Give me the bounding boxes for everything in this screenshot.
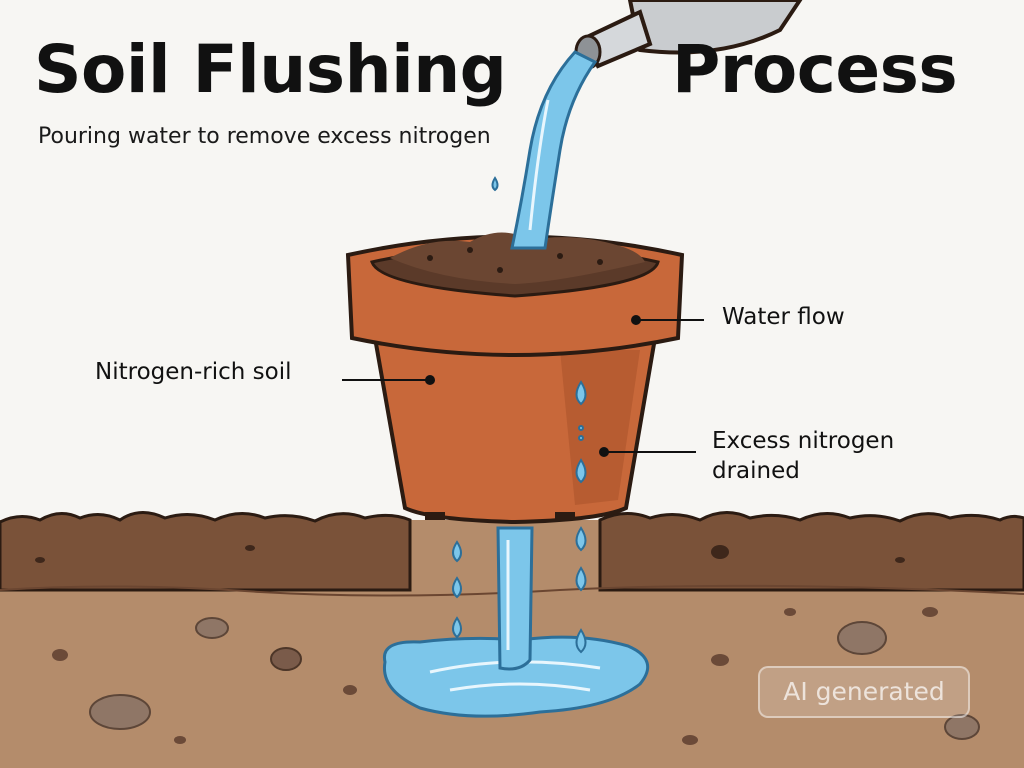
pebble xyxy=(682,735,698,745)
label-excess-nitrogen: Excess nitrogen drained xyxy=(712,428,895,484)
pebble xyxy=(35,557,45,563)
water-droplet xyxy=(575,458,587,484)
pour-stream xyxy=(510,50,598,250)
pebble xyxy=(711,654,729,666)
pebble xyxy=(270,647,302,671)
water-droplet xyxy=(575,628,587,654)
water-droplet xyxy=(575,566,587,592)
pebble xyxy=(922,607,938,617)
pebble xyxy=(89,694,151,730)
pebble xyxy=(343,685,357,695)
leader-lines xyxy=(342,315,704,457)
pebble xyxy=(711,545,729,559)
water-droplet xyxy=(452,576,462,599)
pebble xyxy=(944,714,980,740)
pebble xyxy=(837,621,887,655)
page-title: Soil Flushing xyxy=(34,31,507,108)
water-droplet xyxy=(452,616,462,639)
pebble xyxy=(52,649,68,661)
pebble xyxy=(895,557,905,563)
water-droplet xyxy=(491,176,499,192)
watering-can xyxy=(574,0,803,70)
water-droplet xyxy=(575,380,587,406)
water-puddle xyxy=(382,635,650,718)
drain-stream xyxy=(496,526,534,671)
water-droplet xyxy=(575,526,587,552)
pebble xyxy=(174,736,186,744)
pebble xyxy=(245,545,255,551)
pebble xyxy=(195,617,229,639)
ai-generated-badge: AI generated xyxy=(758,666,970,718)
label-water-flow: Water flow xyxy=(722,304,845,330)
label-nitrogen-soil: Nitrogen-rich soil xyxy=(95,359,292,385)
flower-pot xyxy=(345,232,685,525)
water-droplet xyxy=(452,540,462,563)
pebble xyxy=(784,608,796,616)
subtitle: Pouring water to remove excess nitrogen xyxy=(38,124,491,149)
page-title-continued: Process xyxy=(672,31,958,108)
droplets xyxy=(452,380,587,654)
